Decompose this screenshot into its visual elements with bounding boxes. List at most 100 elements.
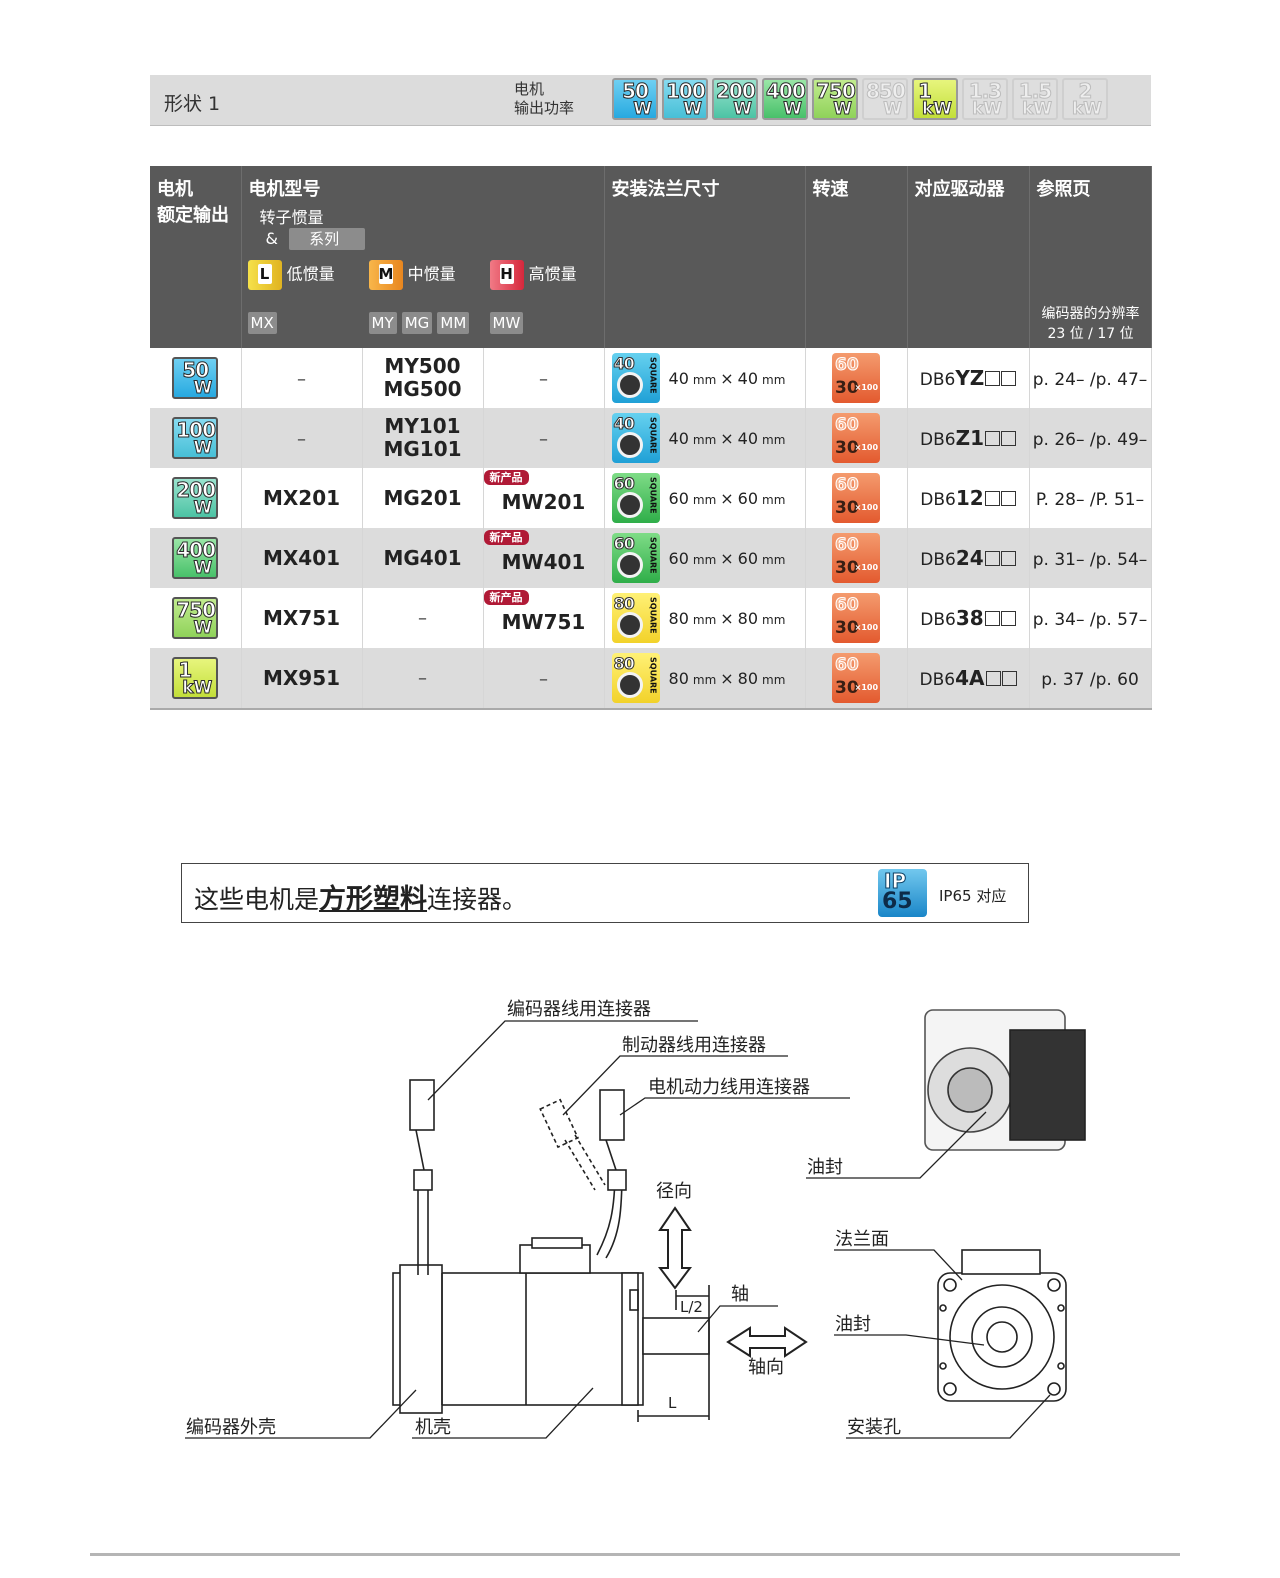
driver-cell: DB6Z1: [907, 408, 1030, 468]
label-l: L: [668, 1394, 677, 1412]
label-shaft: 轴: [731, 1284, 749, 1305]
header-rated-output: 电机 额定输出: [150, 166, 242, 348]
low-inertia-model: –: [241, 408, 363, 468]
driver-cell: DB6YZ: [907, 348, 1030, 408]
label-mount-hole: 安装孔: [847, 1417, 901, 1438]
series-tag: 系列: [289, 228, 366, 250]
reference-page-cell: p. 34– /p. 57–: [1029, 588, 1152, 648]
mid-inertia-model: –: [362, 648, 484, 710]
high-inertia-icon: H: [489, 260, 524, 290]
shaft: [642, 1317, 710, 1355]
series-mm: MM: [437, 312, 470, 334]
header-speed: 转速: [805, 166, 908, 348]
motor-spec-table: 电机 额定输出 电机型号 转子惯量 & 系列 L 低惯量 M 中惯量: [150, 166, 1152, 710]
high-inertia-model: –: [483, 408, 605, 468]
new-product-badge: 新产品: [483, 530, 529, 545]
ip65-icon: IP 65: [878, 869, 927, 917]
high-inertia-model: –: [483, 648, 605, 710]
series-mx: MX: [247, 312, 277, 334]
header-driver: 对应驱动器: [907, 166, 1030, 348]
label-housing: 机壳: [415, 1417, 451, 1438]
header-flange-size: 安装法兰尺寸: [604, 166, 806, 348]
reference-page-cell: p. 31– /p. 54–: [1029, 528, 1152, 588]
mid-inertia-icon: M: [368, 260, 403, 290]
low-inertia-model: MX401: [241, 528, 363, 588]
legend-high-inertia: H 高惯量: [489, 260, 577, 290]
label-encoder-housing: 编码器外壳: [186, 1417, 276, 1438]
reference-page-cell: p. 26– /p. 49–: [1029, 408, 1152, 468]
driver-cell: DB624: [907, 528, 1030, 588]
motor-photo: [924, 1009, 1086, 1151]
driver-cell: DB638: [907, 588, 1030, 648]
header-reference-page: 参照页 编码器的分辨率 23 位 / 17 位: [1029, 166, 1152, 348]
driver-cell: DB612: [907, 468, 1030, 528]
ip65-label: IP65 对应: [939, 887, 1007, 905]
footer-divider: [90, 1553, 1180, 1556]
label-half-l: L/2: [680, 1298, 703, 1316]
label-oil-seal: 油封: [835, 1314, 871, 1335]
driver-cell: DB64A: [907, 648, 1030, 710]
legend-mid-inertia: M 中惯量: [368, 260, 456, 290]
mid-inertia-model: MG201: [362, 468, 484, 528]
label-power-connector: 电机动力线用连接器: [648, 1077, 810, 1098]
motor-diagram: 编码器线用连接器 制动器线用连接器 电机动力线用连接器 径向 L/2 轴 轴向 …: [185, 999, 1086, 1439]
reference-page-cell: P. 28– /P. 51–: [1029, 468, 1152, 528]
series-mg: MG: [401, 312, 433, 334]
reference-page-cell: p. 37 /p. 60: [1029, 648, 1152, 710]
reference-page-cell: p. 24– /p. 47–: [1029, 348, 1152, 408]
label-encoder-connector: 编码器线用连接器: [507, 999, 651, 1020]
label-brake-connector: 制动器线用连接器: [622, 1035, 766, 1056]
legend-low-inertia: L 低惯量: [247, 260, 335, 290]
low-inertia-model: –: [241, 348, 363, 408]
series-my: MY: [368, 312, 397, 334]
low-inertia-icon: L: [247, 260, 282, 290]
label-radial: 径向: [656, 1181, 692, 1202]
